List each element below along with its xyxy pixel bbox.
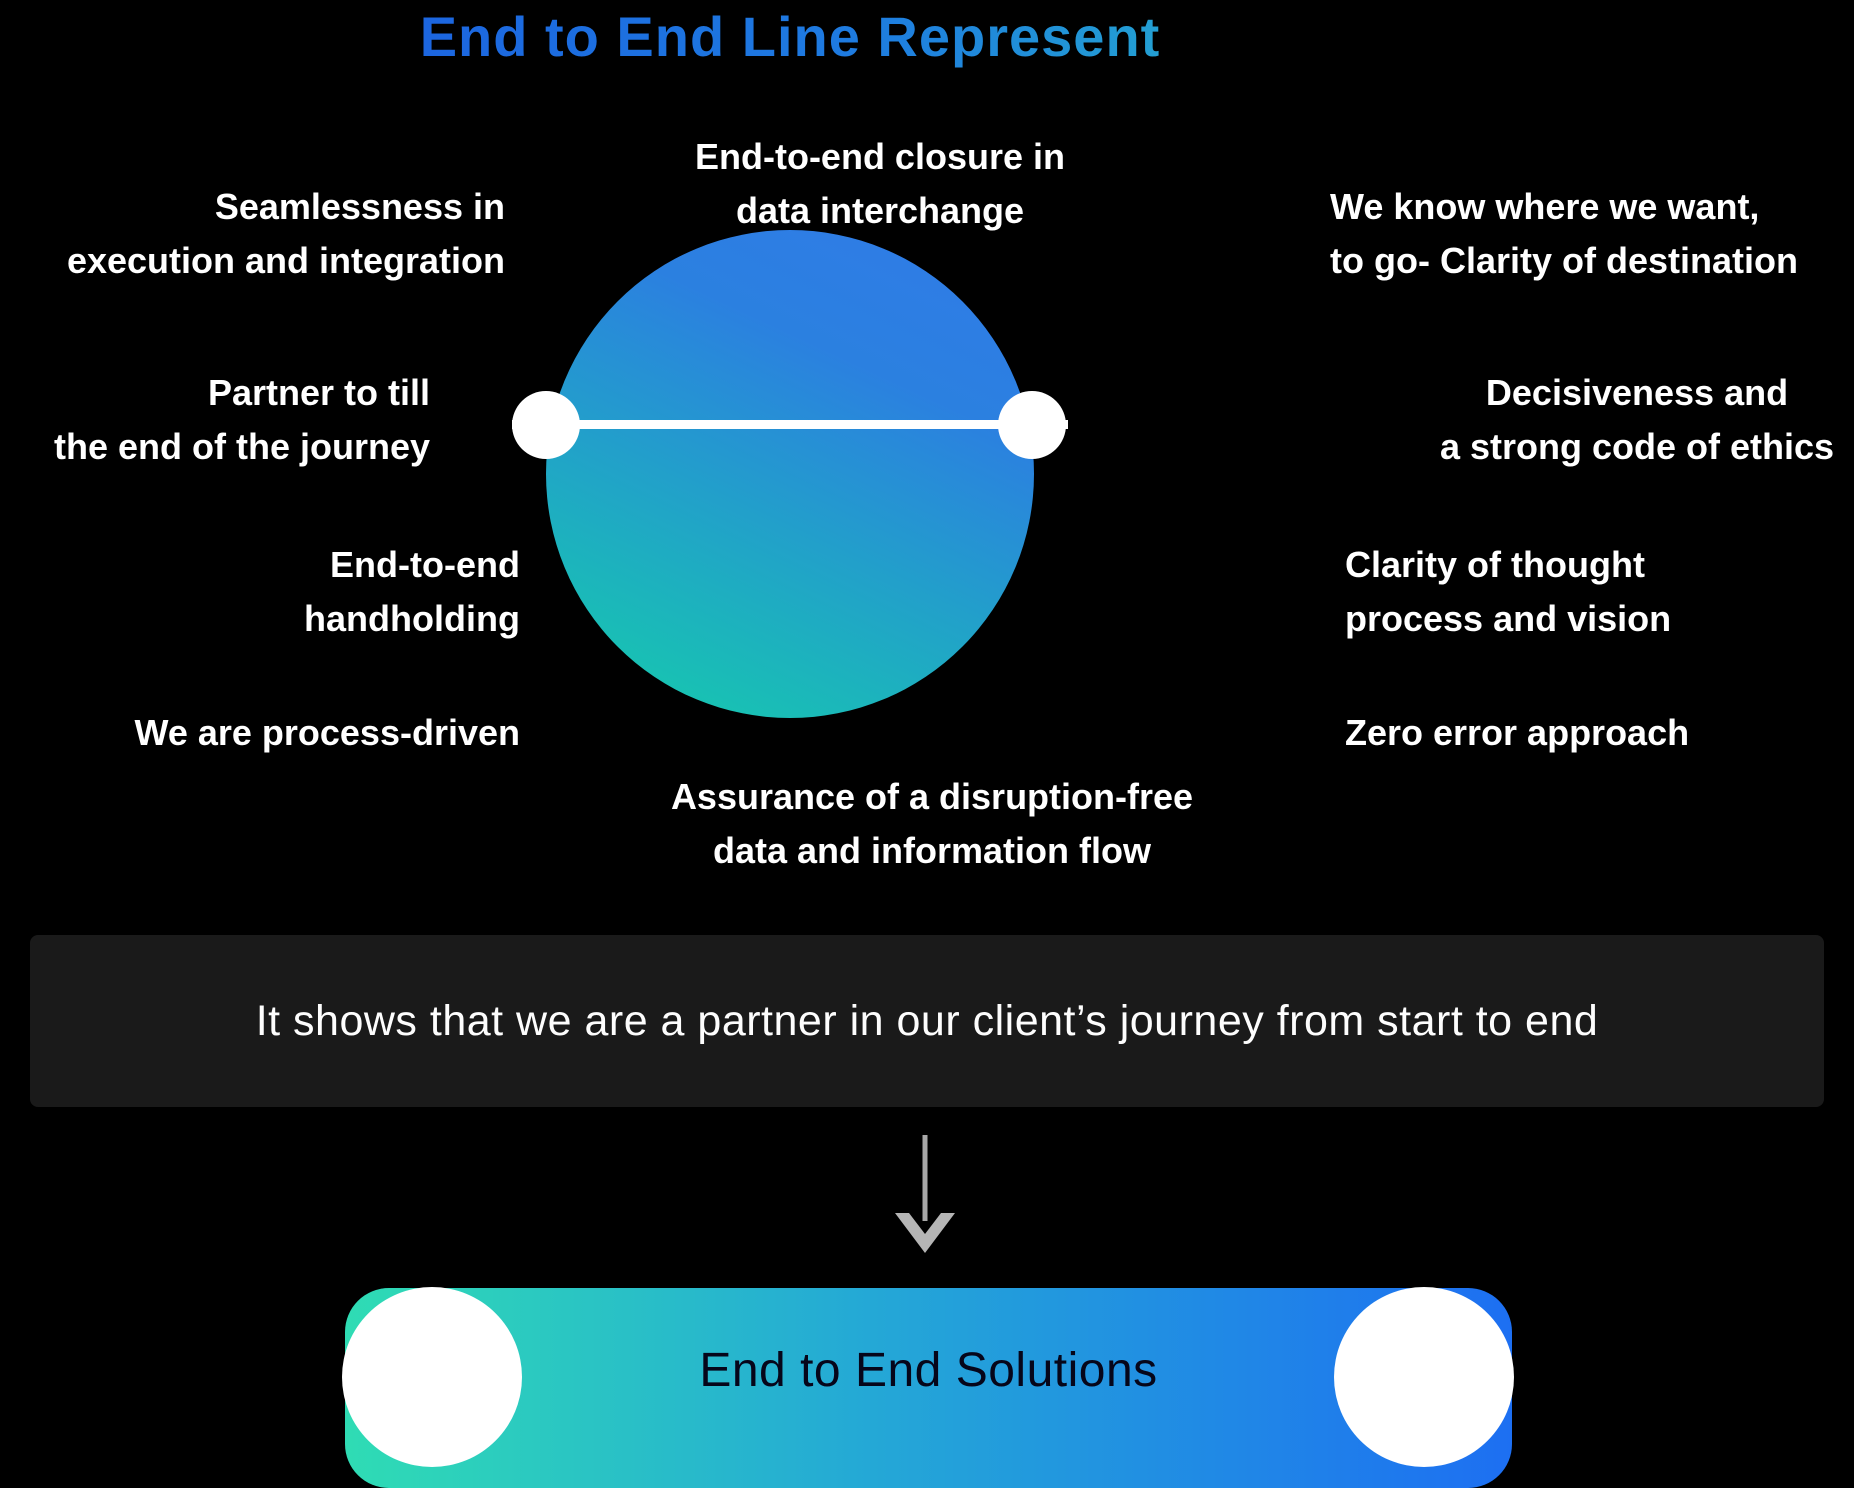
end-to-end-line	[512, 420, 1068, 429]
line-endpoint-left-dot	[512, 391, 580, 459]
caption-line: a strong code of ethics	[1439, 426, 1835, 467]
caption-line: the end of the journey	[53, 426, 430, 467]
pill-endpoint-left-dot	[342, 1287, 522, 1467]
caption-left-4: We are process-driven	[80, 706, 520, 760]
caption-right-1: We know where we want, to go- Clarity of…	[1330, 180, 1854, 288]
caption-right-3: Clarity of thought process and vision	[1345, 538, 1765, 646]
caption-line: We know where we want,	[1330, 186, 1760, 227]
caption-line: Decisiveness and	[1485, 372, 1789, 413]
summary-banner: It shows that we are a partner in our cl…	[30, 935, 1824, 1107]
caption-line: We are process-driven	[134, 712, 520, 753]
slide-canvas: { "title": "End to End Line Represent", …	[0, 4, 1854, 1488]
caption-left-2: Partner to till the end of the journey	[0, 366, 430, 474]
caption-line: Seamlessness in	[214, 186, 505, 227]
summary-banner-text: It shows that we are a partner in our cl…	[255, 996, 1599, 1045]
pill-endpoint-right-dot	[1334, 1287, 1514, 1467]
caption-line: Partner to till	[207, 372, 430, 413]
caption-left-1: Seamlessness in execution and integratio…	[0, 180, 505, 288]
caption-line: to go- Clarity of destination	[1330, 240, 1798, 281]
page-title: End to End Line Represent	[0, 4, 1580, 69]
caption-line: End-to-end closure in	[694, 136, 1065, 177]
line-endpoint-right-dot	[998, 391, 1066, 459]
caption-line: Assurance of a disruption-free	[670, 776, 1194, 817]
caption-line: handholding	[304, 598, 520, 639]
caption-bottom-center: Assurance of a disruption-free data and …	[557, 770, 1307, 878]
down-arrow-icon	[895, 1135, 955, 1253]
caption-line: Zero error approach	[1345, 712, 1690, 753]
caption-line: Clarity of thought	[1345, 544, 1645, 585]
caption-line: End-to-end	[330, 544, 520, 585]
footer-label: End to End Solutions	[699, 1343, 1158, 1397]
caption-left-3: End-to-end handholding	[220, 538, 520, 646]
gradient-circle	[546, 230, 1034, 718]
caption-line: data and information flow	[713, 830, 1151, 871]
caption-right-4: Zero error approach	[1345, 706, 1785, 760]
caption-line: execution and integration	[66, 240, 505, 281]
caption-line: data interchange	[735, 190, 1025, 231]
caption-line: process and vision	[1345, 598, 1672, 639]
caption-right-2: Decisiveness and a strong code of ethics	[1420, 366, 1854, 474]
caption-top-center: End-to-end closure in data interchange	[555, 130, 1205, 238]
